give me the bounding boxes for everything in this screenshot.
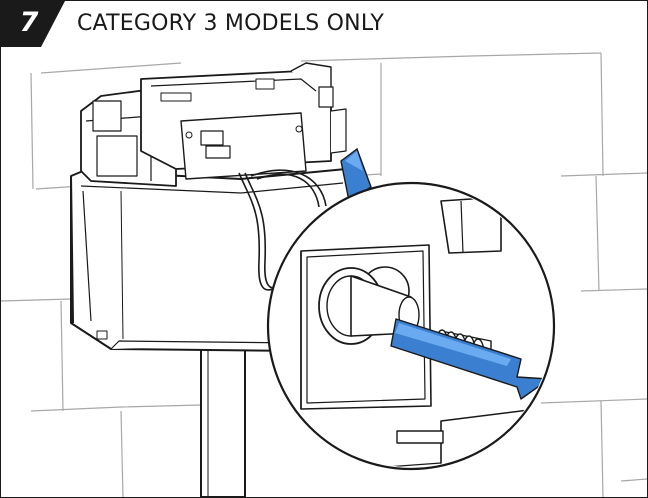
pull-out-arrow-icon	[390, 318, 550, 400]
flush-mechanism	[80, 62, 347, 187]
step-badge-shape	[1, 1, 65, 47]
step-badge: 7	[1, 1, 65, 47]
step-title: CATEGORY 3 MODELS ONLY	[77, 11, 385, 36]
flush-pipe	[200, 340, 246, 497]
magnified-detail	[266, 181, 556, 471]
wall-tiles	[1, 52, 647, 497]
step-number: 7	[19, 7, 39, 38]
callout-pointer-icon	[340, 147, 372, 203]
